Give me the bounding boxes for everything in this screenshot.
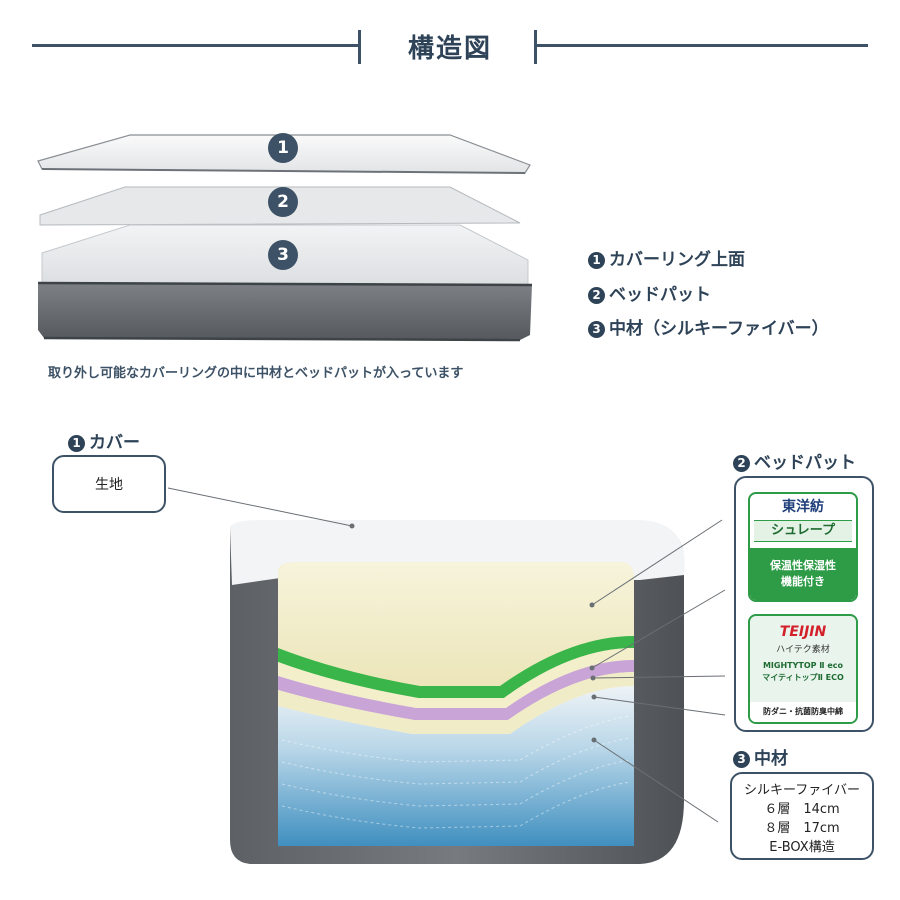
cover-material-box: 生地 — [52, 455, 166, 513]
header-tick-left — [358, 30, 361, 64]
cream-band — [278, 648, 634, 708]
cream-upper-fill — [278, 562, 634, 690]
cover-num-badge: 1 — [68, 434, 85, 452]
teijin-product-jp: マイティトップⅡ ECO — [762, 673, 844, 682]
fiber-layer — [278, 686, 634, 846]
legend-label-1: カバーリング上面 — [609, 250, 745, 270]
cover-label: カバー — [89, 433, 140, 453]
teijin-brand: TEIJIN — [779, 624, 827, 640]
core-label: 中材 — [754, 749, 788, 769]
green-band — [278, 636, 634, 698]
core-line-2: ６層 14cm — [764, 802, 840, 817]
toyobo-product: シュレープ — [754, 520, 852, 542]
legend-label-3: 中材（シルキーファイバー） — [609, 319, 829, 339]
core-material-box: シルキーファイバー ６層 14cm ８層 17cm E-BOX構造 — [730, 772, 874, 860]
caption: 取り外し可能なカバーリングの中に中材とベッドパットが入っています — [48, 366, 464, 381]
teijin-subtitle: ハイテク素材 — [776, 645, 830, 655]
core-line-4: E-BOX構造 — [769, 840, 835, 855]
teijin-badge: TEIJIN ハイテク素材 MIGHTYTOP Ⅱ eco マイティトップⅡ E… — [748, 614, 858, 724]
header-line-left — [32, 44, 360, 47]
header-line-right — [536, 44, 868, 47]
layer-3-core — [37, 224, 533, 342]
teijin-features: 防ダニ・抗菌防臭中綿 — [750, 702, 856, 722]
pad-num-badge: 2 — [733, 454, 750, 472]
teijin-product-en: MIGHTYTOP Ⅱ eco — [762, 661, 844, 670]
toyobo-feature-1: 保温性保湿性 — [770, 559, 836, 572]
toyobo-badge: 東洋紡 シュレープ 保温性保湿性 機能付き — [748, 492, 858, 602]
toyobo-features: 保温性保湿性 機能付き — [750, 548, 856, 600]
core-line-3: ８層 17cm — [764, 821, 840, 836]
legend-num-1: 1 — [588, 251, 605, 269]
core-num-badge: 3 — [733, 750, 750, 768]
cover-material-text: 生地 — [95, 477, 123, 493]
layer-badge-2: 2 — [268, 187, 298, 217]
toyobo-feature-2: 機能付き — [781, 575, 825, 588]
page-title: 構造図 — [407, 34, 492, 64]
legend-num-2: 2 — [588, 286, 605, 304]
legend-label-2: ベッドパット — [609, 285, 711, 305]
toyobo-brand: 東洋紡 — [782, 499, 824, 515]
core-line-1: シルキーファイバー — [744, 783, 860, 798]
layer-badge-1: 1 — [268, 133, 298, 163]
header-tick-right — [534, 30, 537, 64]
legend-num-3: 3 — [588, 320, 605, 338]
layer-badge-3: 3 — [268, 240, 298, 270]
cream-band-lower — [278, 672, 634, 734]
purple-band — [278, 660, 634, 720]
pad-label: ベッドパット — [754, 453, 856, 473]
